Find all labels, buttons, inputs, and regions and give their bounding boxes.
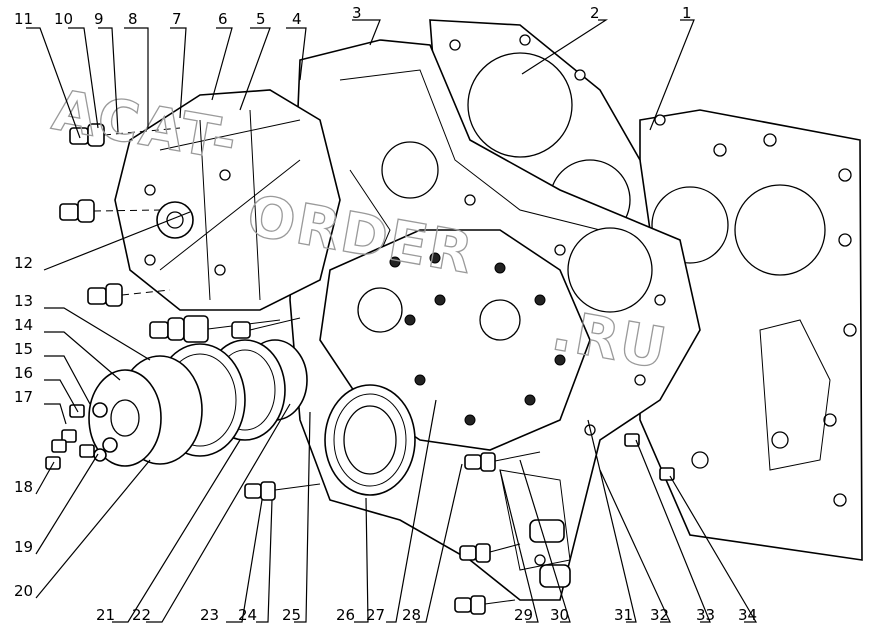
- callout-20: 20: [14, 582, 33, 600]
- callout-12: 12: [14, 254, 33, 272]
- callout-7: 7: [172, 10, 182, 28]
- callout-23: 23: [200, 606, 219, 624]
- callout-9: 9: [94, 10, 104, 28]
- callout-6: 6: [218, 10, 228, 28]
- bolt-28: [464, 451, 541, 472]
- front-cover: [114, 89, 341, 311]
- callout-13: 13: [14, 292, 33, 310]
- bolt-row-5: [231, 317, 301, 339]
- crankshaft-pulley: [88, 339, 308, 467]
- callout-31: 31: [614, 606, 633, 624]
- callout-28: 28: [402, 606, 421, 624]
- bolt-29b: [454, 595, 516, 615]
- rear-end-plate: [639, 109, 863, 561]
- callout-16: 16: [14, 364, 33, 382]
- pulley-bolts: [45, 404, 95, 470]
- callout-17: 17: [14, 388, 33, 406]
- left-bolts: [59, 123, 301, 343]
- bottom-bolts: [244, 433, 675, 615]
- bolt-29a: [459, 543, 521, 563]
- callout-10: 10: [54, 10, 73, 28]
- callout-29: 29: [514, 606, 533, 624]
- watermark: ACAT- ORDER .RU: [47, 77, 673, 382]
- callout-27: 27: [366, 606, 385, 624]
- callout-8: 8: [128, 10, 138, 28]
- front-oil-seal: [324, 384, 416, 496]
- bolt-row-4: [149, 315, 281, 343]
- bolt-23: [244, 481, 321, 501]
- callout-22: 22: [132, 606, 151, 624]
- callout-26: 26: [336, 606, 355, 624]
- callout-21: 21: [96, 606, 115, 624]
- callout-3: 3: [352, 4, 362, 22]
- bolt-row-2: [59, 199, 161, 223]
- callout-15: 15: [14, 340, 33, 358]
- callout-11: 11: [14, 10, 33, 28]
- callout-19: 19: [14, 538, 33, 556]
- callout-5: 5: [256, 10, 266, 28]
- callout-labels: 11 10 9 8 7 6 5 4 3 2 1 12 13 14 15 16 1…: [14, 4, 757, 624]
- callout-32: 32: [650, 606, 669, 624]
- callout-34: 34: [738, 606, 757, 624]
- callout-14: 14: [14, 316, 33, 334]
- callout-18: 18: [14, 478, 33, 496]
- bolt-row-3: [87, 283, 171, 307]
- callout-24: 24: [238, 606, 257, 624]
- callout-4: 4: [292, 10, 302, 28]
- leader-lines: [26, 19, 758, 623]
- callout-33: 33: [696, 606, 715, 624]
- callout-2: 2: [590, 4, 600, 22]
- callout-30: 30: [550, 606, 569, 624]
- callout-1: 1: [682, 4, 692, 22]
- callout-25: 25: [282, 606, 301, 624]
